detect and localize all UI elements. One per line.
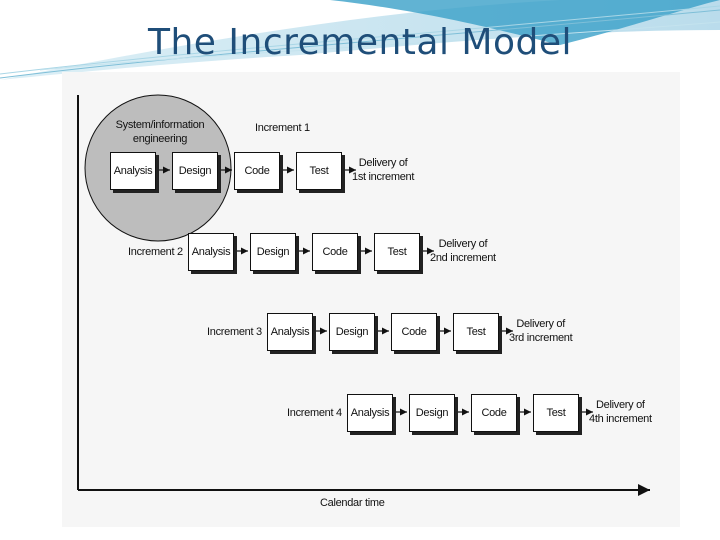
increment-1-code-box: Code <box>234 152 280 190</box>
increment-2-test-box: Test <box>374 233 420 271</box>
increment-3-delivery-label: Delivery of 3rd increment <box>509 317 573 345</box>
header-swoosh <box>0 0 720 80</box>
page-title: The Incremental Model <box>147 22 573 63</box>
system-engineering-label: System/information engineering <box>115 119 205 145</box>
increment-4-test-box: Test <box>533 394 579 432</box>
increment-4-label: Increment 4 <box>287 407 342 419</box>
increment-3-code-box: Code <box>391 313 437 351</box>
increment-1-design-box: Design <box>172 152 218 190</box>
delivery-line: 3rd increment <box>509 332 573 344</box>
delivery-line: Delivery of <box>516 318 566 330</box>
stage-arrows <box>157 166 593 416</box>
delivery-line: Delivery of <box>596 399 645 411</box>
increment-4-design-box: Design <box>409 394 455 432</box>
calendar-time-label: Calendar time <box>320 497 385 509</box>
increment-2-label: Increment 2 <box>128 246 183 258</box>
increment-3-design-box: Design <box>329 313 375 351</box>
increment-2-code-box: Code <box>312 233 358 271</box>
increment-4-analysis-box: Analysis <box>347 394 393 432</box>
increment-2-analysis-box: Analysis <box>188 233 234 271</box>
increment-4-code-box: Code <box>471 394 517 432</box>
increment-1-label: Increment 1 <box>255 122 310 134</box>
increment-2-design-box: Design <box>250 233 296 271</box>
delivery-line: Delivery of <box>358 157 408 169</box>
increment-1-delivery-label: Delivery of 1st increment <box>352 156 414 184</box>
delivery-line: Delivery of <box>438 238 488 250</box>
delivery-line: 1st increment <box>352 171 415 183</box>
increment-4-delivery-label: Delivery of 4th increment <box>589 398 652 426</box>
increment-3-test-box: Test <box>453 313 499 351</box>
increment-3-label: Increment 3 <box>207 326 262 338</box>
increment-2-delivery-label: Delivery of 2nd increment <box>430 237 496 265</box>
increment-1-test-box: Test <box>296 152 342 190</box>
delivery-line: 4th increment <box>589 413 652 425</box>
delivery-line: 2nd increment <box>430 252 496 264</box>
increment-3-analysis-box: Analysis <box>267 313 313 351</box>
increment-1-analysis-box: Analysis <box>110 152 156 190</box>
